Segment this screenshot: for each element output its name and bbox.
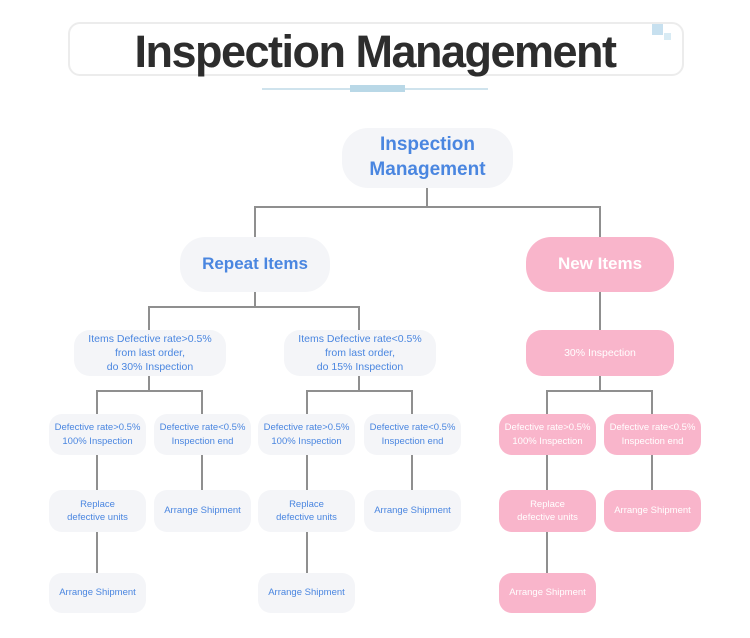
node-replace-units-3: Replace defective units (499, 490, 596, 532)
connector (426, 188, 428, 207)
node-arrange-shipment-4: Arrange Shipment (49, 573, 146, 613)
node-defect-high-2: Defective rate>0.5% 100% Inspection (258, 414, 355, 455)
connector (599, 376, 601, 391)
connector (599, 206, 601, 237)
decor-square-small-icon (664, 33, 671, 40)
node-repeat-defective-high: Items Defective rate>0.5% from last orde… (74, 330, 226, 376)
node-defect-low-3: Defective rate<0.5% Inspection end (604, 414, 701, 455)
connector (411, 455, 413, 490)
node-arrange-shipment-5: Arrange Shipment (258, 573, 355, 613)
connector (254, 206, 256, 237)
connector (306, 390, 413, 392)
connector (411, 390, 413, 414)
node-new-30pct-inspection: 30% Inspection (526, 330, 674, 376)
connector (306, 532, 308, 573)
connector (546, 390, 653, 392)
node-defect-high-3: Defective rate>0.5% 100% Inspection (499, 414, 596, 455)
connector (546, 455, 548, 490)
connector (201, 455, 203, 490)
connector (148, 306, 150, 330)
connector (254, 206, 601, 208)
connector (306, 390, 308, 414)
connector (358, 376, 360, 391)
connector (96, 532, 98, 573)
node-arrange-shipment-6: Arrange Shipment (499, 573, 596, 613)
connector (96, 455, 98, 490)
connector (546, 532, 548, 573)
node-repeat-defective-low: Items Defective rate<0.5% from last orde… (284, 330, 436, 376)
node-arrange-shipment-3: Arrange Shipment (604, 490, 701, 532)
node-arrange-shipment-2: Arrange Shipment (364, 490, 461, 532)
connector (651, 455, 653, 490)
decor-square-large-icon (652, 24, 663, 35)
node-defect-low-2: Defective rate<0.5% Inspection end (364, 414, 461, 455)
node-repeat-items: Repeat Items (180, 237, 330, 292)
node-root: Inspection Management (342, 128, 513, 188)
node-defect-low-1: Defective rate<0.5% Inspection end (154, 414, 251, 455)
header-card (68, 22, 684, 76)
connector (201, 390, 203, 414)
node-replace-units-2: Replace defective units (258, 490, 355, 532)
connector (96, 390, 203, 392)
connector (651, 390, 653, 414)
node-replace-units-1: Replace defective units (49, 490, 146, 532)
connector (599, 292, 601, 330)
connector (254, 292, 256, 307)
connector (306, 455, 308, 490)
page-title: Inspection Management (134, 26, 617, 77)
node-defect-high-1: Defective rate>0.5% 100% Inspection (49, 414, 146, 455)
node-new-items: New Items (526, 237, 674, 292)
node-arrange-shipment-1: Arrange Shipment (154, 490, 251, 532)
connector (546, 390, 548, 414)
connector (148, 306, 360, 308)
connector (96, 390, 98, 414)
title-underline-accent (350, 85, 405, 92)
connector (358, 306, 360, 330)
connector (148, 376, 150, 391)
